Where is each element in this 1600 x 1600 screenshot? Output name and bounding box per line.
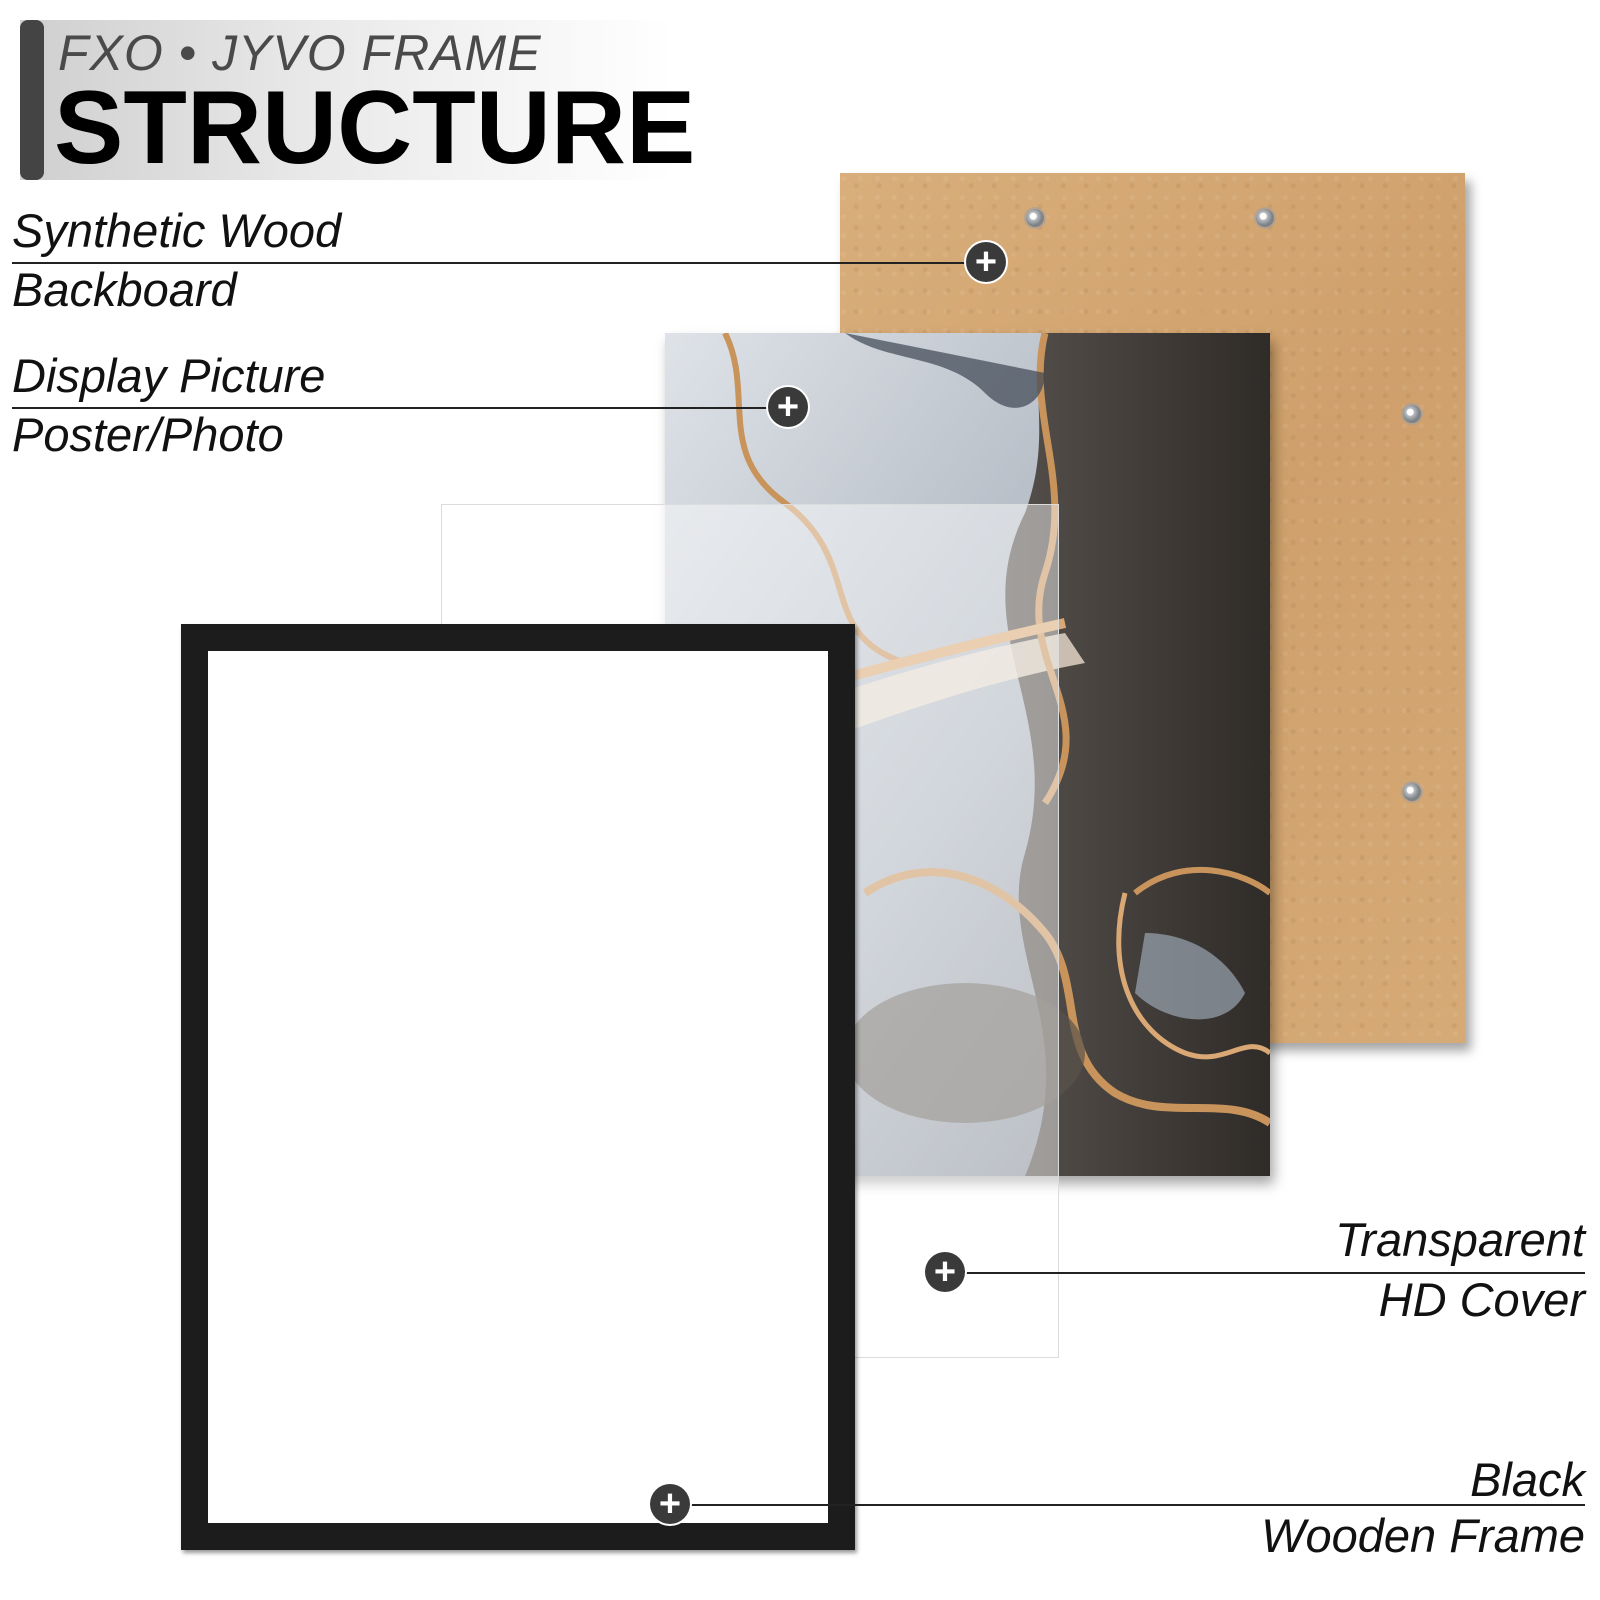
header-subtitle: FXO • JYVO FRAME — [58, 25, 542, 81]
screw-icon — [1403, 405, 1421, 423]
header-title: STRUCTURE — [54, 70, 696, 186]
marble-poster-picture — [665, 333, 1270, 1176]
label-backboard-line2: Backboard — [12, 263, 237, 316]
label-backboard-line1: Synthetic Wood — [12, 204, 342, 257]
plus-marker-icon: + — [925, 1252, 965, 1292]
label-picture-line2: Poster/Photo — [12, 408, 284, 461]
leader-line-picture — [12, 407, 788, 409]
black-wooden-frame — [181, 624, 855, 1550]
plus-marker-icon: + — [650, 1484, 690, 1524]
marble-artwork — [665, 333, 1270, 1176]
header-accent-bar — [20, 20, 44, 180]
leader-line-cover — [945, 1272, 1585, 1274]
leader-line-backboard — [12, 262, 980, 264]
label-cover-line2: HD Cover — [1378, 1273, 1585, 1326]
label-cover-line1: Transparent — [1335, 1213, 1585, 1266]
plus-marker-icon: + — [768, 387, 808, 427]
screw-icon — [1256, 209, 1274, 227]
screw-icon — [1403, 783, 1421, 801]
screw-icon — [1026, 209, 1044, 227]
plus-marker-icon: + — [966, 242, 1006, 282]
label-picture-line1: Display Picture — [12, 349, 326, 402]
label-frame-line1: Black — [1470, 1453, 1585, 1506]
header-banner — [20, 20, 675, 180]
leader-line-frame — [670, 1504, 1585, 1506]
label-frame-line2: Wooden Frame — [1261, 1509, 1585, 1562]
